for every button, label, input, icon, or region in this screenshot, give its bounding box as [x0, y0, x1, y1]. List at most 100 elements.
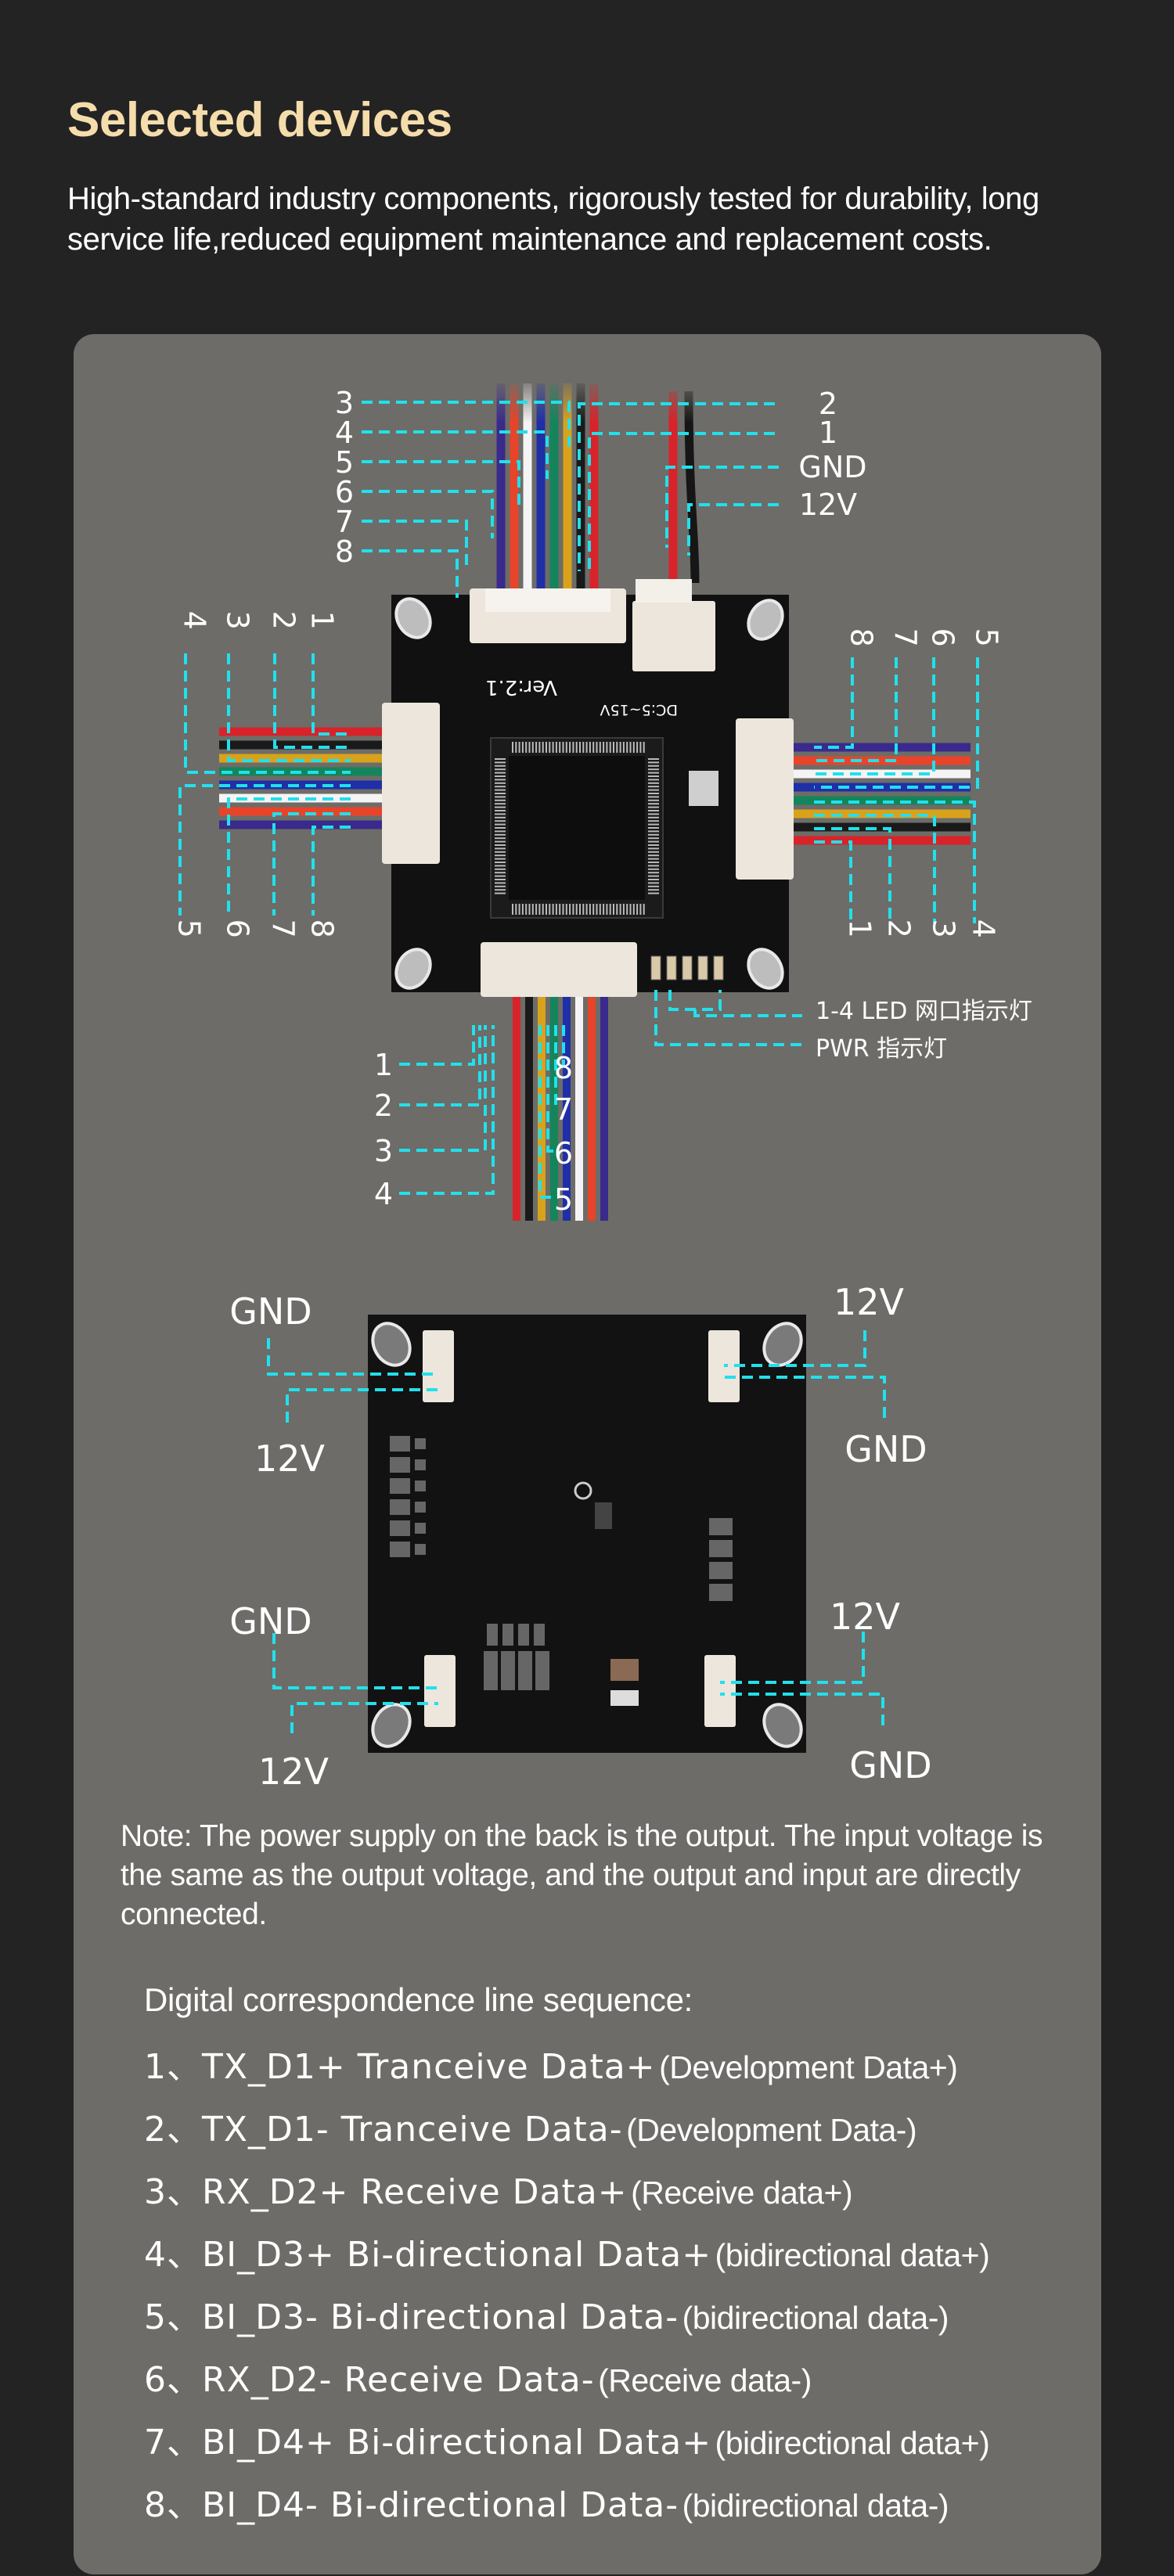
back-pin-label: GND — [229, 1600, 312, 1642]
crystal — [689, 771, 718, 806]
annotation-line — [814, 657, 898, 762]
annotation-line — [273, 653, 351, 749]
back-board — [368, 1315, 806, 1753]
annotation-line — [362, 401, 571, 449]
pin-label: 1 — [305, 611, 340, 630]
annotation-line — [267, 1338, 438, 1376]
pin-label: 8 — [305, 919, 340, 938]
annotation-line — [312, 653, 351, 736]
pin-label: 6 — [221, 919, 255, 938]
annotation-line — [362, 520, 468, 568]
sequence-item: 1、TX_D1+ Tranceive Data+ (Development Da… — [144, 2047, 958, 2087]
pwr-indicator-label: PWR 指示灯 — [816, 1035, 947, 1063]
pin-label: 5 — [335, 445, 354, 480]
annotation-line — [724, 1376, 886, 1418]
pin-label: 6 — [335, 475, 354, 509]
annotation-line — [814, 657, 935, 775]
annotation-line — [654, 990, 802, 1046]
annotation-line — [178, 784, 351, 916]
led — [666, 955, 677, 980]
annotation-line — [720, 1693, 884, 1725]
pin-label: 6 — [554, 1136, 573, 1171]
annotation-line — [556, 1025, 565, 1067]
pin-label: 4 — [967, 919, 1001, 938]
annotation-line — [814, 827, 891, 923]
led — [697, 955, 708, 980]
intro-text: High-standard industry components, rigor… — [67, 182, 1039, 257]
power-connector — [632, 601, 715, 671]
pin-label: 5 — [172, 919, 207, 938]
annotation-line — [720, 1632, 865, 1684]
annotation-line — [546, 1025, 556, 1153]
pin-label: 4 — [178, 611, 212, 630]
pin-label: 2 — [267, 611, 301, 630]
power-label: 12V — [799, 487, 857, 522]
annotation-line — [362, 460, 520, 509]
power-label: GND — [798, 450, 866, 484]
pin-label: 3 — [927, 919, 961, 938]
front-annotation-lines — [178, 401, 979, 1199]
annotation-line — [362, 549, 459, 598]
sequence-item: 8、BI_D4- Bi-directional Data- (bidirecti… — [144, 2485, 949, 2525]
pin-label: 6 — [926, 628, 960, 647]
led-indicator-label: 1-4 LED 网口指示灯 — [816, 998, 1032, 1025]
sequence-item: 4、BI_D3+ Bi-directional Data+ (bidirecti… — [144, 2235, 990, 2275]
pin-label: 3 — [221, 611, 255, 630]
annotation-line — [272, 1633, 438, 1689]
annotation-line — [814, 657, 854, 749]
pin-label: 7 — [335, 505, 354, 539]
back-pin-label: 12V — [830, 1596, 901, 1638]
annotation-line — [362, 430, 549, 479]
back-pin-label: 12V — [254, 1437, 326, 1480]
sequence-item: 2、TX_D1- Tranceive Data- (Development Da… — [144, 2110, 917, 2150]
led — [650, 955, 661, 980]
back-pin-label: GND — [844, 1428, 927, 1470]
annotation-line — [687, 503, 779, 556]
led — [713, 955, 724, 980]
annotation-line — [588, 432, 775, 571]
pin-label: 1 — [819, 416, 837, 450]
sequence-title: Digital correspondence line sequence: — [144, 1981, 693, 2018]
bottom-wire-bundle — [513, 994, 608, 1221]
annotation-line — [290, 1702, 438, 1733]
annotation-line — [668, 990, 722, 1011]
annotation-line — [814, 657, 979, 789]
silk-version: Ver:2.1 — [485, 675, 557, 699]
annotation-line — [693, 1009, 802, 1017]
annotation-line — [227, 653, 351, 762]
annotation-line — [814, 840, 852, 923]
left-connector — [382, 703, 440, 864]
annotation-line — [724, 1330, 866, 1367]
sequence-item: 3、RX_D2+ Receive Data+ (Receive data+) — [144, 2172, 853, 2212]
bottom-connector — [481, 942, 637, 997]
right-connector — [736, 718, 794, 880]
pin-label: 3 — [335, 386, 354, 420]
pin-label: 8 — [335, 534, 354, 569]
sequence-item: 7、BI_D4+ Bi-directional Data+ (bidirecti… — [144, 2423, 990, 2463]
annotation-line — [399, 1025, 475, 1066]
pin-label: 2 — [882, 919, 917, 938]
pin-label: 8 — [844, 628, 879, 647]
annotation-line — [665, 466, 779, 548]
silk-voltage: DC:5~15V — [600, 701, 678, 718]
annotation-line — [399, 1025, 481, 1106]
sequence-list: 1、TX_D1+ Tranceive Data+ (Development Da… — [144, 2044, 990, 2545]
back-pin-label: GND — [849, 1744, 931, 1786]
annotation-line — [538, 1025, 556, 1199]
pin-label: 8 — [554, 1051, 573, 1085]
annotation-line — [312, 826, 351, 916]
pin-label: 7 — [554, 1092, 573, 1127]
pin-label: 7 — [888, 628, 923, 647]
annotation-line — [286, 1388, 438, 1423]
annotation-line — [272, 812, 351, 916]
power-wire-black — [684, 390, 700, 584]
pin-label: 1 — [374, 1048, 393, 1082]
annotation-line — [399, 1025, 487, 1152]
annotation-line — [227, 797, 351, 916]
annotation-line — [399, 1025, 495, 1195]
annotation-line — [184, 653, 351, 774]
annotation-line — [362, 490, 494, 538]
